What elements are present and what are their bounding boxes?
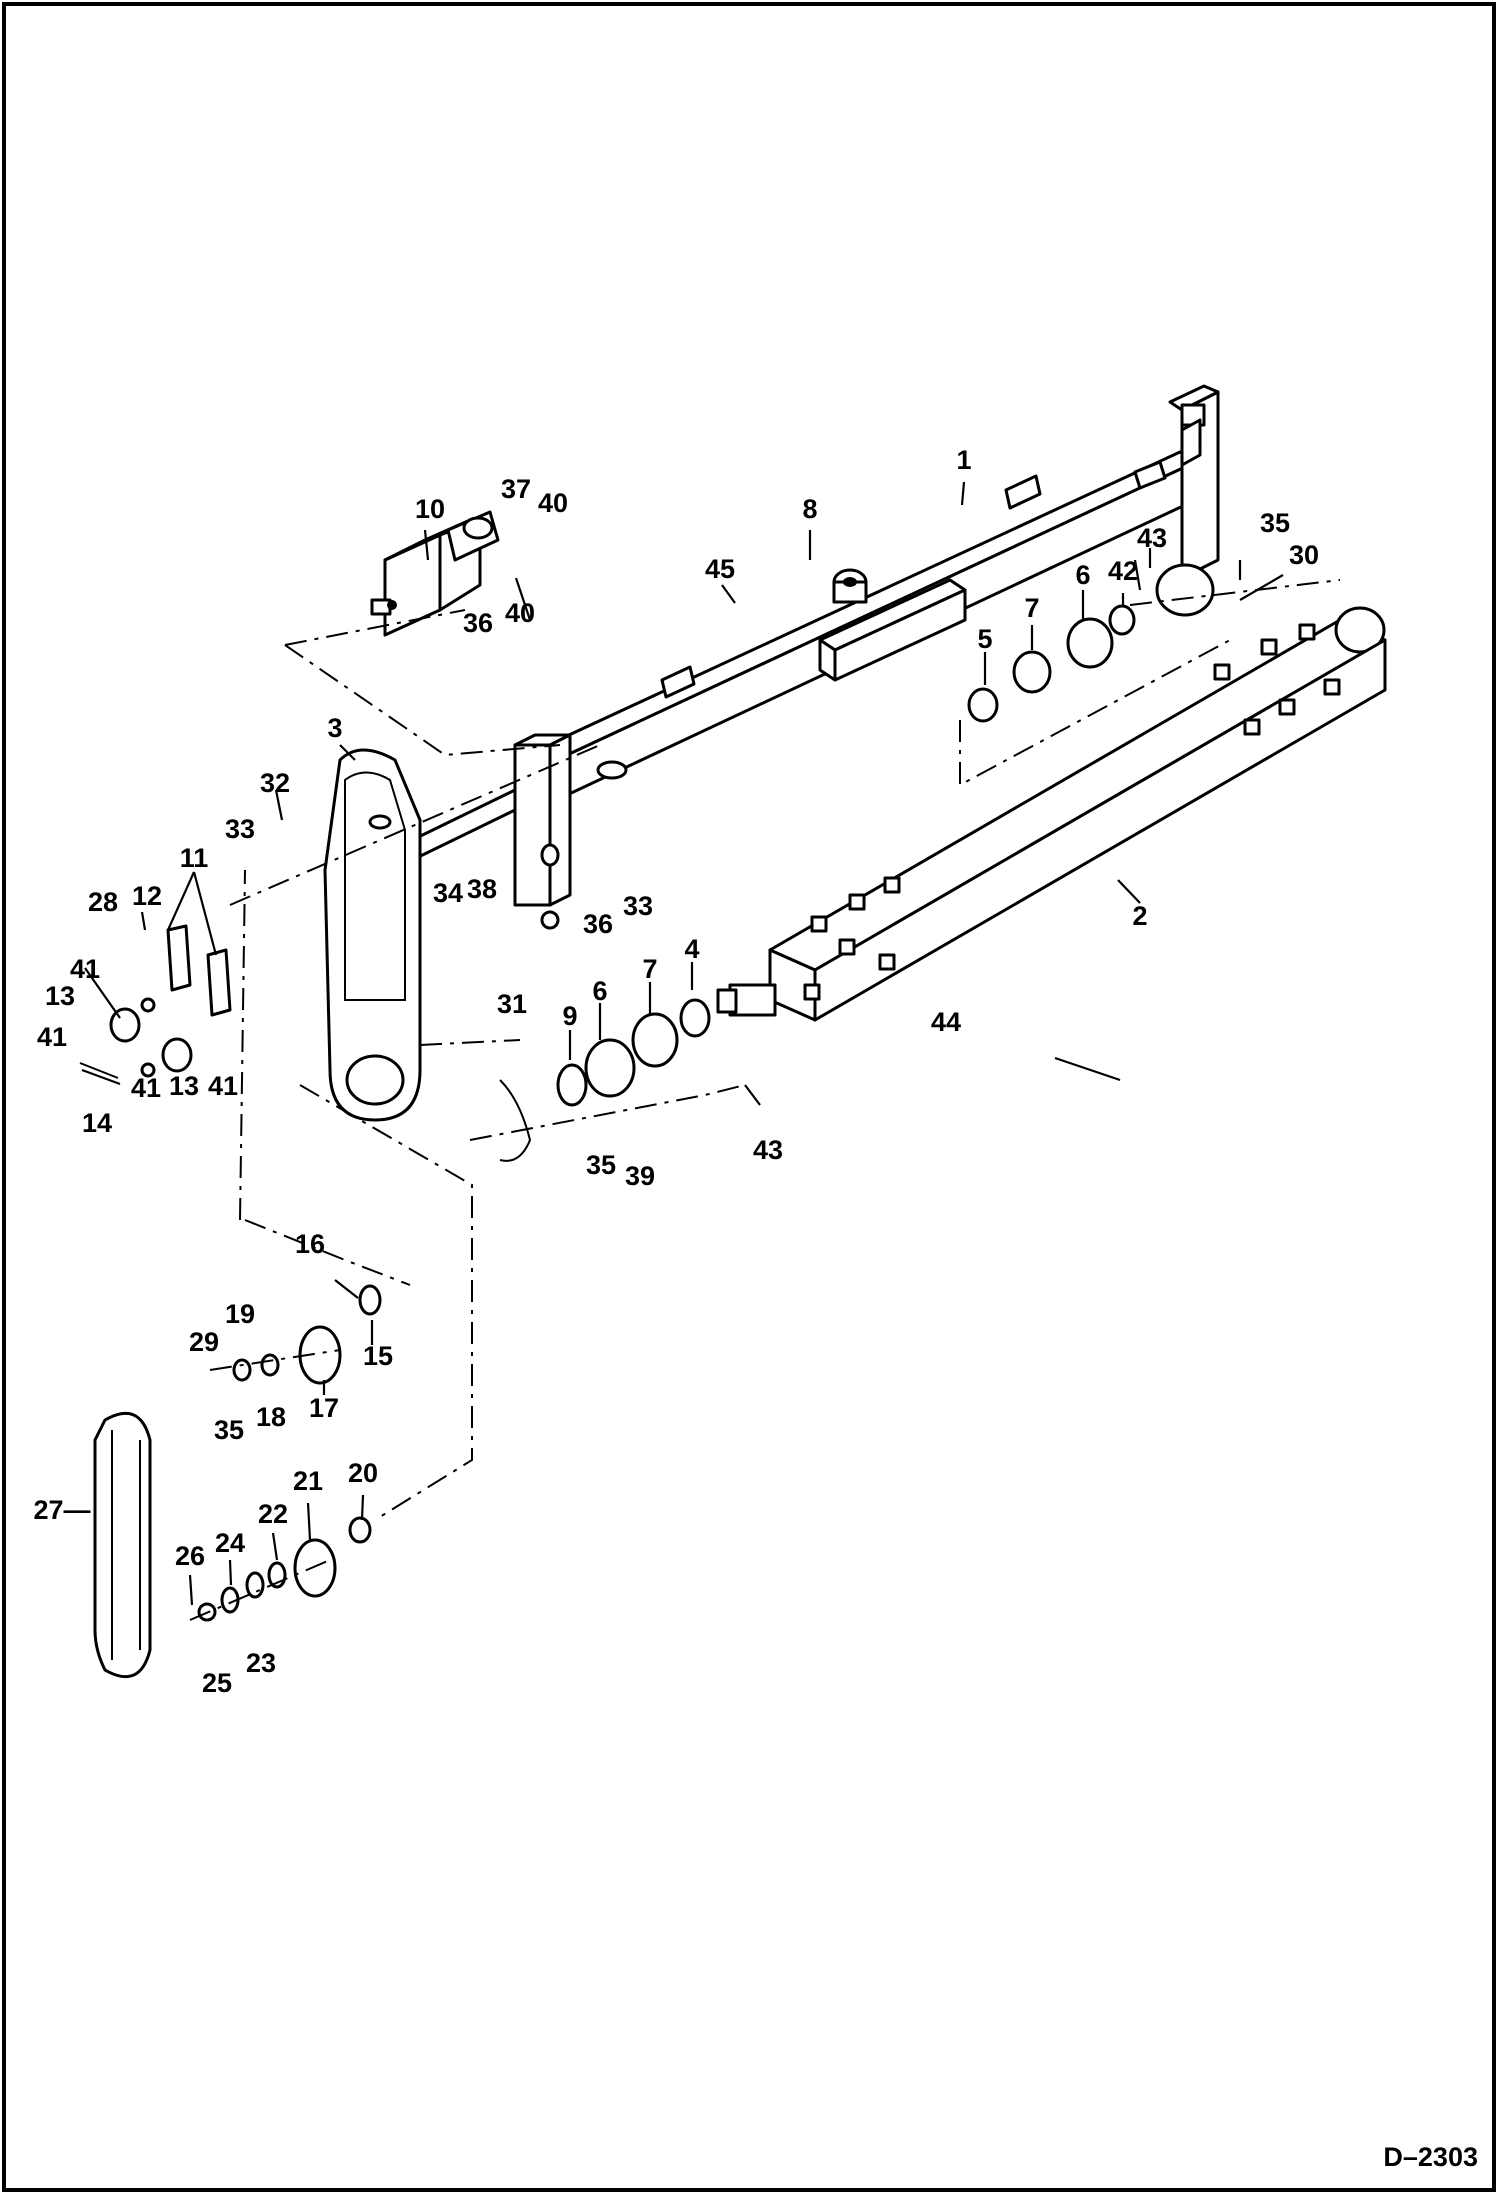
callout-41d: 41 bbox=[208, 1071, 238, 1101]
bearings-right bbox=[967, 563, 1215, 723]
callout-25: 25 bbox=[202, 1668, 232, 1698]
callout-43b: 43 bbox=[753, 1135, 783, 1165]
callout-6b: 6 bbox=[1075, 560, 1090, 590]
callout-24: 24 bbox=[215, 1528, 245, 1558]
callout-22: 22 bbox=[258, 1499, 288, 1529]
callout-36b: 36 bbox=[583, 909, 613, 939]
assembly-centerlines bbox=[189, 579, 1341, 1621]
callout-8: 8 bbox=[802, 494, 817, 524]
callout-6a: 6 bbox=[592, 976, 607, 1006]
callout-14: 14 bbox=[82, 1108, 112, 1138]
callout-41c: 41 bbox=[131, 1073, 161, 1103]
callout-35a: 35 bbox=[1260, 508, 1290, 538]
callout-32: 32 bbox=[260, 768, 290, 798]
callout-42: 42 bbox=[1108, 556, 1138, 586]
callout-10: 10 bbox=[415, 494, 445, 524]
callout-31: 31 bbox=[497, 989, 527, 1019]
callout-44: 44 bbox=[931, 1007, 961, 1037]
callout-37: 37 bbox=[501, 474, 531, 504]
callout-12: 12 bbox=[132, 881, 162, 911]
callout-34: 34 bbox=[433, 878, 463, 908]
hydraulic-motor bbox=[370, 510, 500, 637]
frame-assembly bbox=[328, 384, 1220, 930]
rotor-drum bbox=[716, 606, 1387, 1022]
callout-20: 20 bbox=[348, 1458, 378, 1488]
bearings-left bbox=[499, 998, 711, 1162]
callout-7a: 7 bbox=[642, 954, 657, 984]
callout-1: 1 bbox=[956, 445, 971, 475]
callout-43a: 43 bbox=[1137, 523, 1167, 553]
callout-9: 9 bbox=[562, 1001, 577, 1031]
callout-4: 4 bbox=[684, 934, 699, 964]
tensioner-assembly bbox=[79, 924, 232, 1085]
callout-29: 29 bbox=[189, 1327, 219, 1357]
callout-2: 2 bbox=[1132, 901, 1147, 931]
callout-15: 15 bbox=[363, 1341, 393, 1371]
callout-16: 16 bbox=[295, 1229, 325, 1259]
callout-33a: 33 bbox=[225, 814, 255, 844]
callout-40a: 40 bbox=[538, 488, 568, 518]
chain-case-housing bbox=[323, 748, 422, 1122]
leader-lines bbox=[84, 481, 1284, 1606]
callout-26: 26 bbox=[175, 1541, 205, 1571]
callout-21: 21 bbox=[293, 1466, 323, 1496]
callout-35c: 35 bbox=[214, 1415, 244, 1445]
callout-41a: 41 bbox=[70, 954, 100, 984]
callout-3: 3 bbox=[327, 713, 342, 743]
callout-30: 30 bbox=[1289, 540, 1319, 570]
callout-45: 45 bbox=[705, 554, 735, 584]
callout-38: 38 bbox=[467, 874, 497, 904]
document-number: D–2303 bbox=[1383, 2142, 1478, 2172]
callout-33b: 33 bbox=[623, 891, 653, 921]
callout-11: 11 bbox=[180, 843, 209, 873]
callout-27: 27— bbox=[33, 1495, 90, 1525]
callout-36a: 36 bbox=[463, 608, 493, 638]
drive-sprockets bbox=[93, 1284, 382, 1679]
callout-28: 28 bbox=[88, 887, 118, 917]
callout-18: 18 bbox=[256, 1402, 286, 1432]
callout-19: 19 bbox=[225, 1299, 255, 1329]
callout-39: 39 bbox=[625, 1161, 655, 1191]
callout-13b: 13 bbox=[169, 1071, 199, 1101]
callout-17: 17 bbox=[309, 1393, 339, 1423]
callout-7b: 7 bbox=[1024, 593, 1039, 623]
callout-41b: 41 bbox=[37, 1022, 67, 1052]
callout-5: 5 bbox=[977, 624, 992, 654]
callout-40b: 40 bbox=[505, 598, 535, 628]
callout-13a: 13 bbox=[45, 981, 75, 1011]
callout-23: 23 bbox=[246, 1648, 276, 1678]
callout-35b: 35 bbox=[586, 1150, 616, 1180]
callout-labels: 1 2 3 4 5 6 6 7 7 8 9 10 11 12 13 13 14 … bbox=[33, 445, 1478, 2172]
